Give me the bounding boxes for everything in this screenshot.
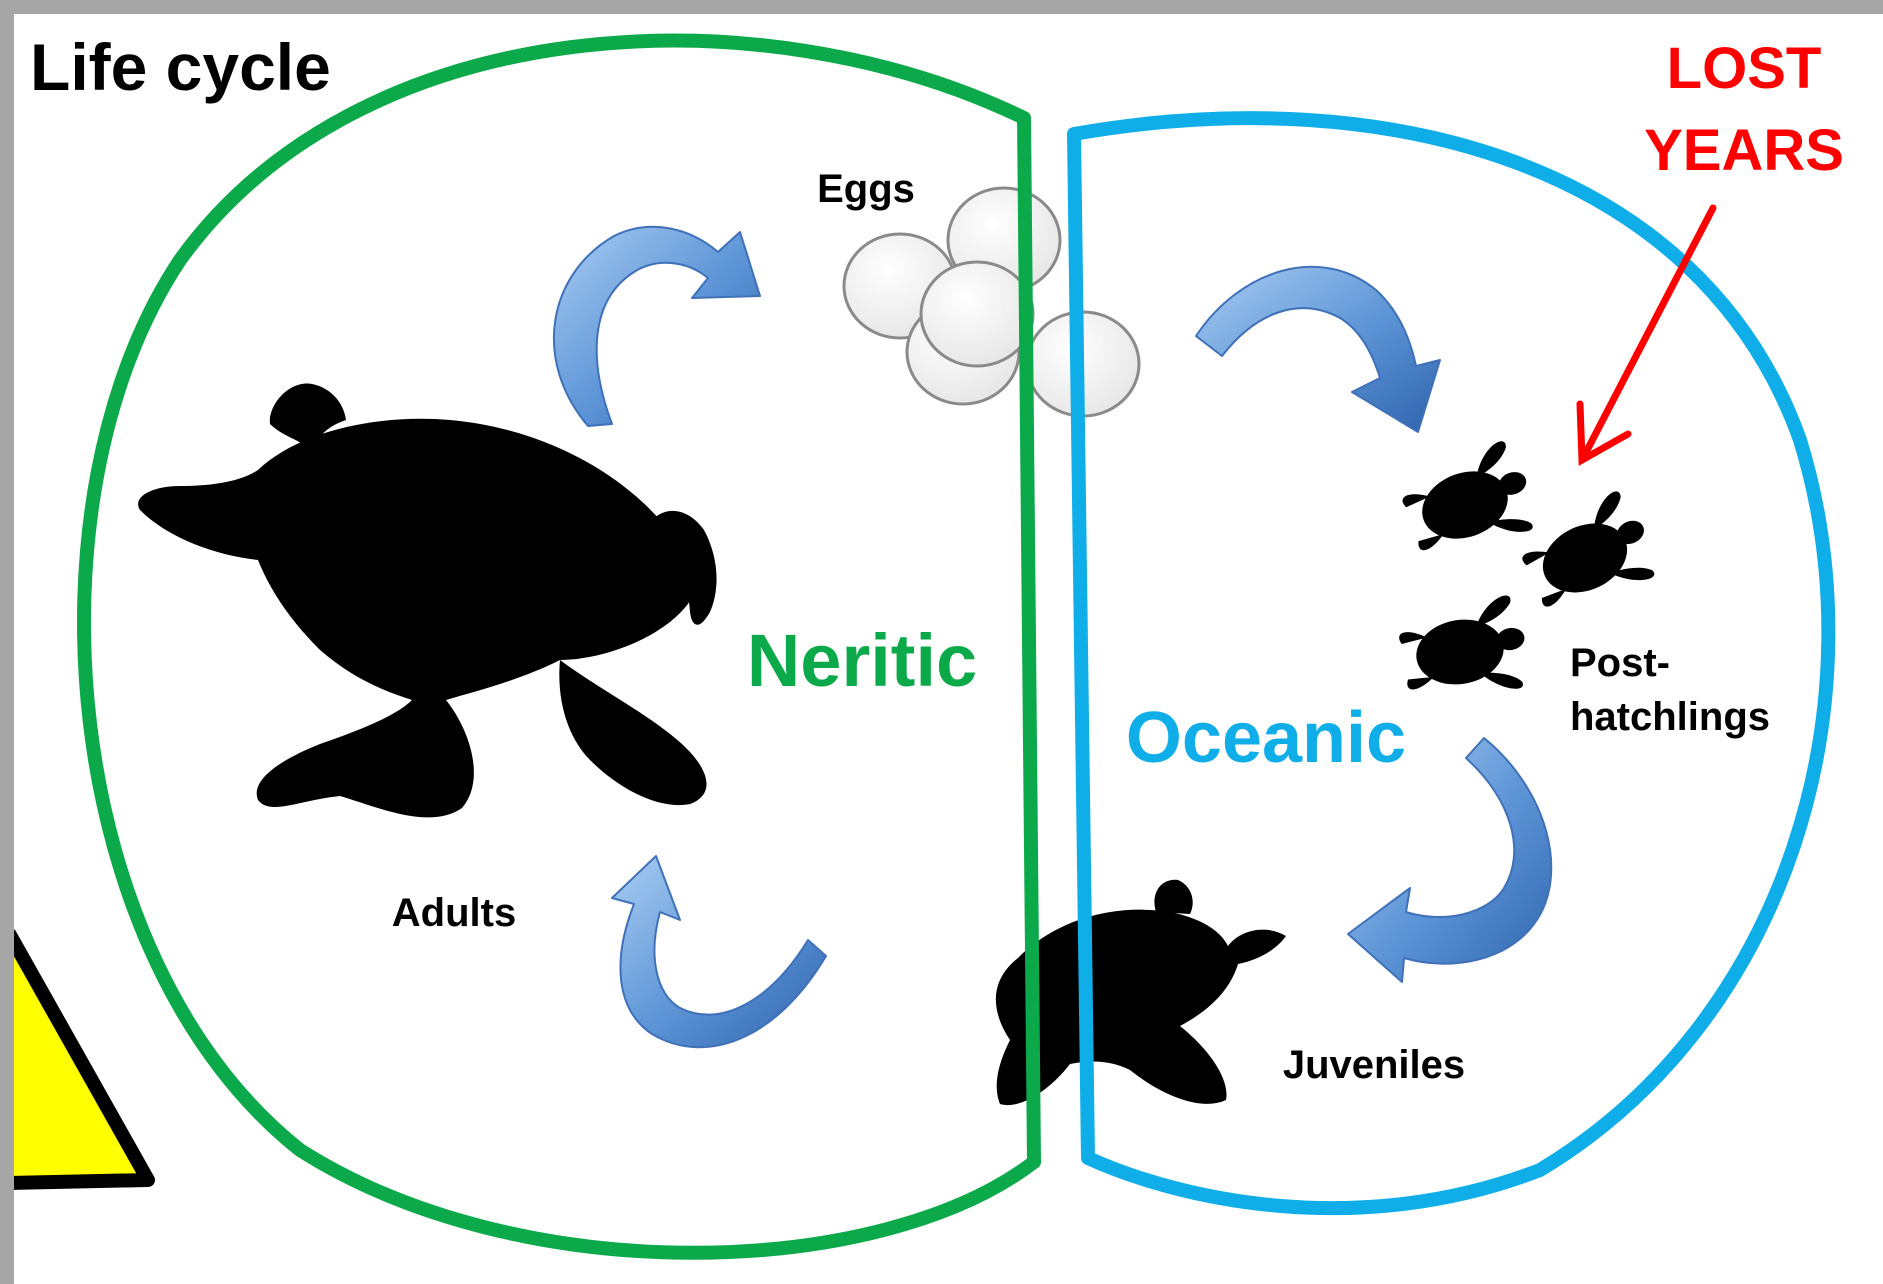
arrow-adults-to-eggs-icon (554, 227, 760, 426)
diagram-title: Life cycle (30, 30, 331, 104)
stage-label-post-hatchlings-line2: hatchlings (1570, 695, 1770, 739)
lost-years-label-line2: YEARS (1644, 118, 1844, 183)
arrow-eggs-to-hatchlings-icon (1196, 267, 1440, 432)
eggs-icon (844, 188, 1139, 416)
stage-label-post-hatchlings-line1: Post- (1570, 641, 1670, 685)
lost-years-label-line1: LOST (1667, 36, 1822, 101)
oceanic-zone-label: Oceanic (1126, 698, 1406, 778)
arrow-juveniles-to-adults-icon (612, 856, 826, 1047)
life-cycle-diagram: Life cycle LOST YEARS Neritic Oceanic Eg… (14, 14, 1883, 1284)
stage-label-juveniles: Juveniles (1283, 1043, 1465, 1087)
warning-triangle-icon (14, 935, 148, 1185)
lost-years-arrow-icon (1580, 208, 1713, 460)
stage-label-eggs: Eggs (817, 167, 915, 211)
neritic-zone-label: Neritic (747, 619, 977, 702)
diagram-canvas: Life cycle LOST YEARS Neritic Oceanic Eg… (14, 14, 1883, 1284)
adult-turtle-icon (138, 384, 716, 818)
stage-label-adults: Adults (392, 891, 516, 935)
